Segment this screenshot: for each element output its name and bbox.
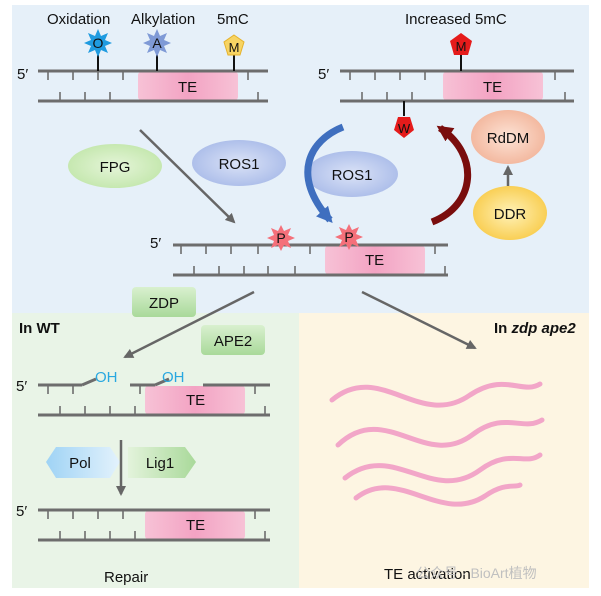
alkylation-marker: A (152, 35, 162, 51)
methyl-marker-right: M (456, 39, 467, 54)
phosphate-starburst-icon (267, 225, 295, 251)
ddr-enzyme: DDR (473, 186, 547, 240)
base-ticks (349, 71, 566, 101)
base-ticks (47, 71, 259, 101)
5mc-label: 5mC (217, 11, 249, 28)
base-ticks (47, 510, 266, 540)
five-prime-top-left: 5′ (17, 66, 28, 83)
phosphate-marker-1: P (276, 230, 285, 246)
oxidation-starburst-icon (84, 29, 112, 57)
te-wave (342, 452, 543, 484)
middle-dna: 5′ TE P P (150, 224, 448, 277)
arrow-to-wt (123, 290, 255, 359)
wt-panel-title: In WT (19, 320, 60, 337)
alkylation-label: Alkylation (131, 11, 195, 28)
five-prime-wt-2: 5′ (16, 503, 27, 520)
arrow-lesions-to-repair (139, 129, 236, 224)
ddr-label: DDR (494, 206, 527, 223)
base-ticks (47, 385, 266, 415)
fpg-label: FPG (100, 159, 131, 176)
increased-5mc-label: Increased 5mC (405, 11, 507, 28)
te-element-middle (325, 246, 425, 274)
ape2-enzyme: APE2 (201, 325, 265, 355)
wt-nicked-dna: 5′ TE OH OH (16, 369, 270, 417)
te-activation-label: TE activation (384, 566, 471, 583)
rddm-enzyme: RdDM (471, 110, 545, 164)
ape2-label: APE2 (214, 333, 252, 350)
zdp-panel-background (299, 313, 589, 588)
five-prime-wt-1: 5′ (16, 378, 27, 395)
methyl-pentagon-icon (223, 34, 245, 56)
watermark-text: 公众号 · BioArt植物 (416, 565, 537, 581)
phosphate-starburst-icon (335, 224, 363, 250)
base-ticks (180, 245, 446, 275)
arrow-to-zdp (361, 290, 477, 350)
darkred-rddm-arrow (430, 125, 472, 226)
ros1-label-left: ROS1 (219, 156, 260, 173)
five-prime-top-right: 5′ (318, 66, 329, 83)
oh-label-1: OH (95, 369, 118, 386)
ros1-label-center: ROS1 (332, 167, 373, 184)
te-label-middle: TE (365, 252, 384, 269)
te-element-wt-1 (145, 386, 245, 414)
ros1-enzyme-center: ROS1 (306, 151, 398, 197)
w-pentagon-icon (394, 117, 414, 138)
wt-repaired-dna: 5′ TE (16, 503, 270, 542)
zdp-label: ZDP (149, 295, 179, 312)
zdp-panel-title: In zdp ape2 (494, 320, 576, 337)
rddm-label: RdDM (487, 130, 530, 147)
te-label-top-left: TE (178, 79, 197, 96)
zdp-title-mutant: zdp ape2 (511, 320, 577, 337)
methyl-pentagon-icon (450, 33, 472, 55)
fpg-enzyme: FPG (68, 144, 162, 188)
te-element-top-right (443, 72, 543, 100)
te-transcript-waves (329, 381, 545, 507)
top-left-dna: 5′ TE O A M (17, 29, 268, 103)
lig1-label: Lig1 (146, 455, 174, 472)
lig1-enzyme: Lig1 (128, 447, 196, 478)
phosphate-marker-2: P (344, 229, 353, 245)
methyl-marker-left: M (229, 40, 240, 55)
pol-enzyme: Pol (46, 447, 120, 478)
oh-label-2: OH (162, 369, 185, 386)
zdp-enzyme: ZDP (132, 287, 196, 317)
top-right-dna: 5′ TE M W (318, 33, 574, 138)
pol-label: Pol (69, 455, 91, 472)
repair-label: Repair (104, 569, 148, 586)
te-label-wt-1: TE (186, 392, 205, 409)
te-wave (353, 482, 523, 507)
oxidation-label: Oxidation (47, 11, 110, 28)
te-wave (329, 381, 543, 408)
te-label-top-right: TE (483, 79, 502, 96)
te-wave (335, 417, 545, 448)
alkylation-starburst-icon (143, 29, 171, 57)
ros1-enzyme-left: ROS1 (192, 140, 286, 186)
zdp-title-prefix: In (494, 320, 512, 337)
te-element-top-left (138, 72, 238, 100)
w-marker: W (398, 121, 411, 136)
five-prime-middle: 5′ (150, 235, 161, 252)
oxidation-marker: O (93, 35, 104, 51)
te-element-wt-2 (145, 511, 245, 539)
te-label-wt-2: TE (186, 517, 205, 534)
blue-ros1-arrow (304, 123, 345, 223)
